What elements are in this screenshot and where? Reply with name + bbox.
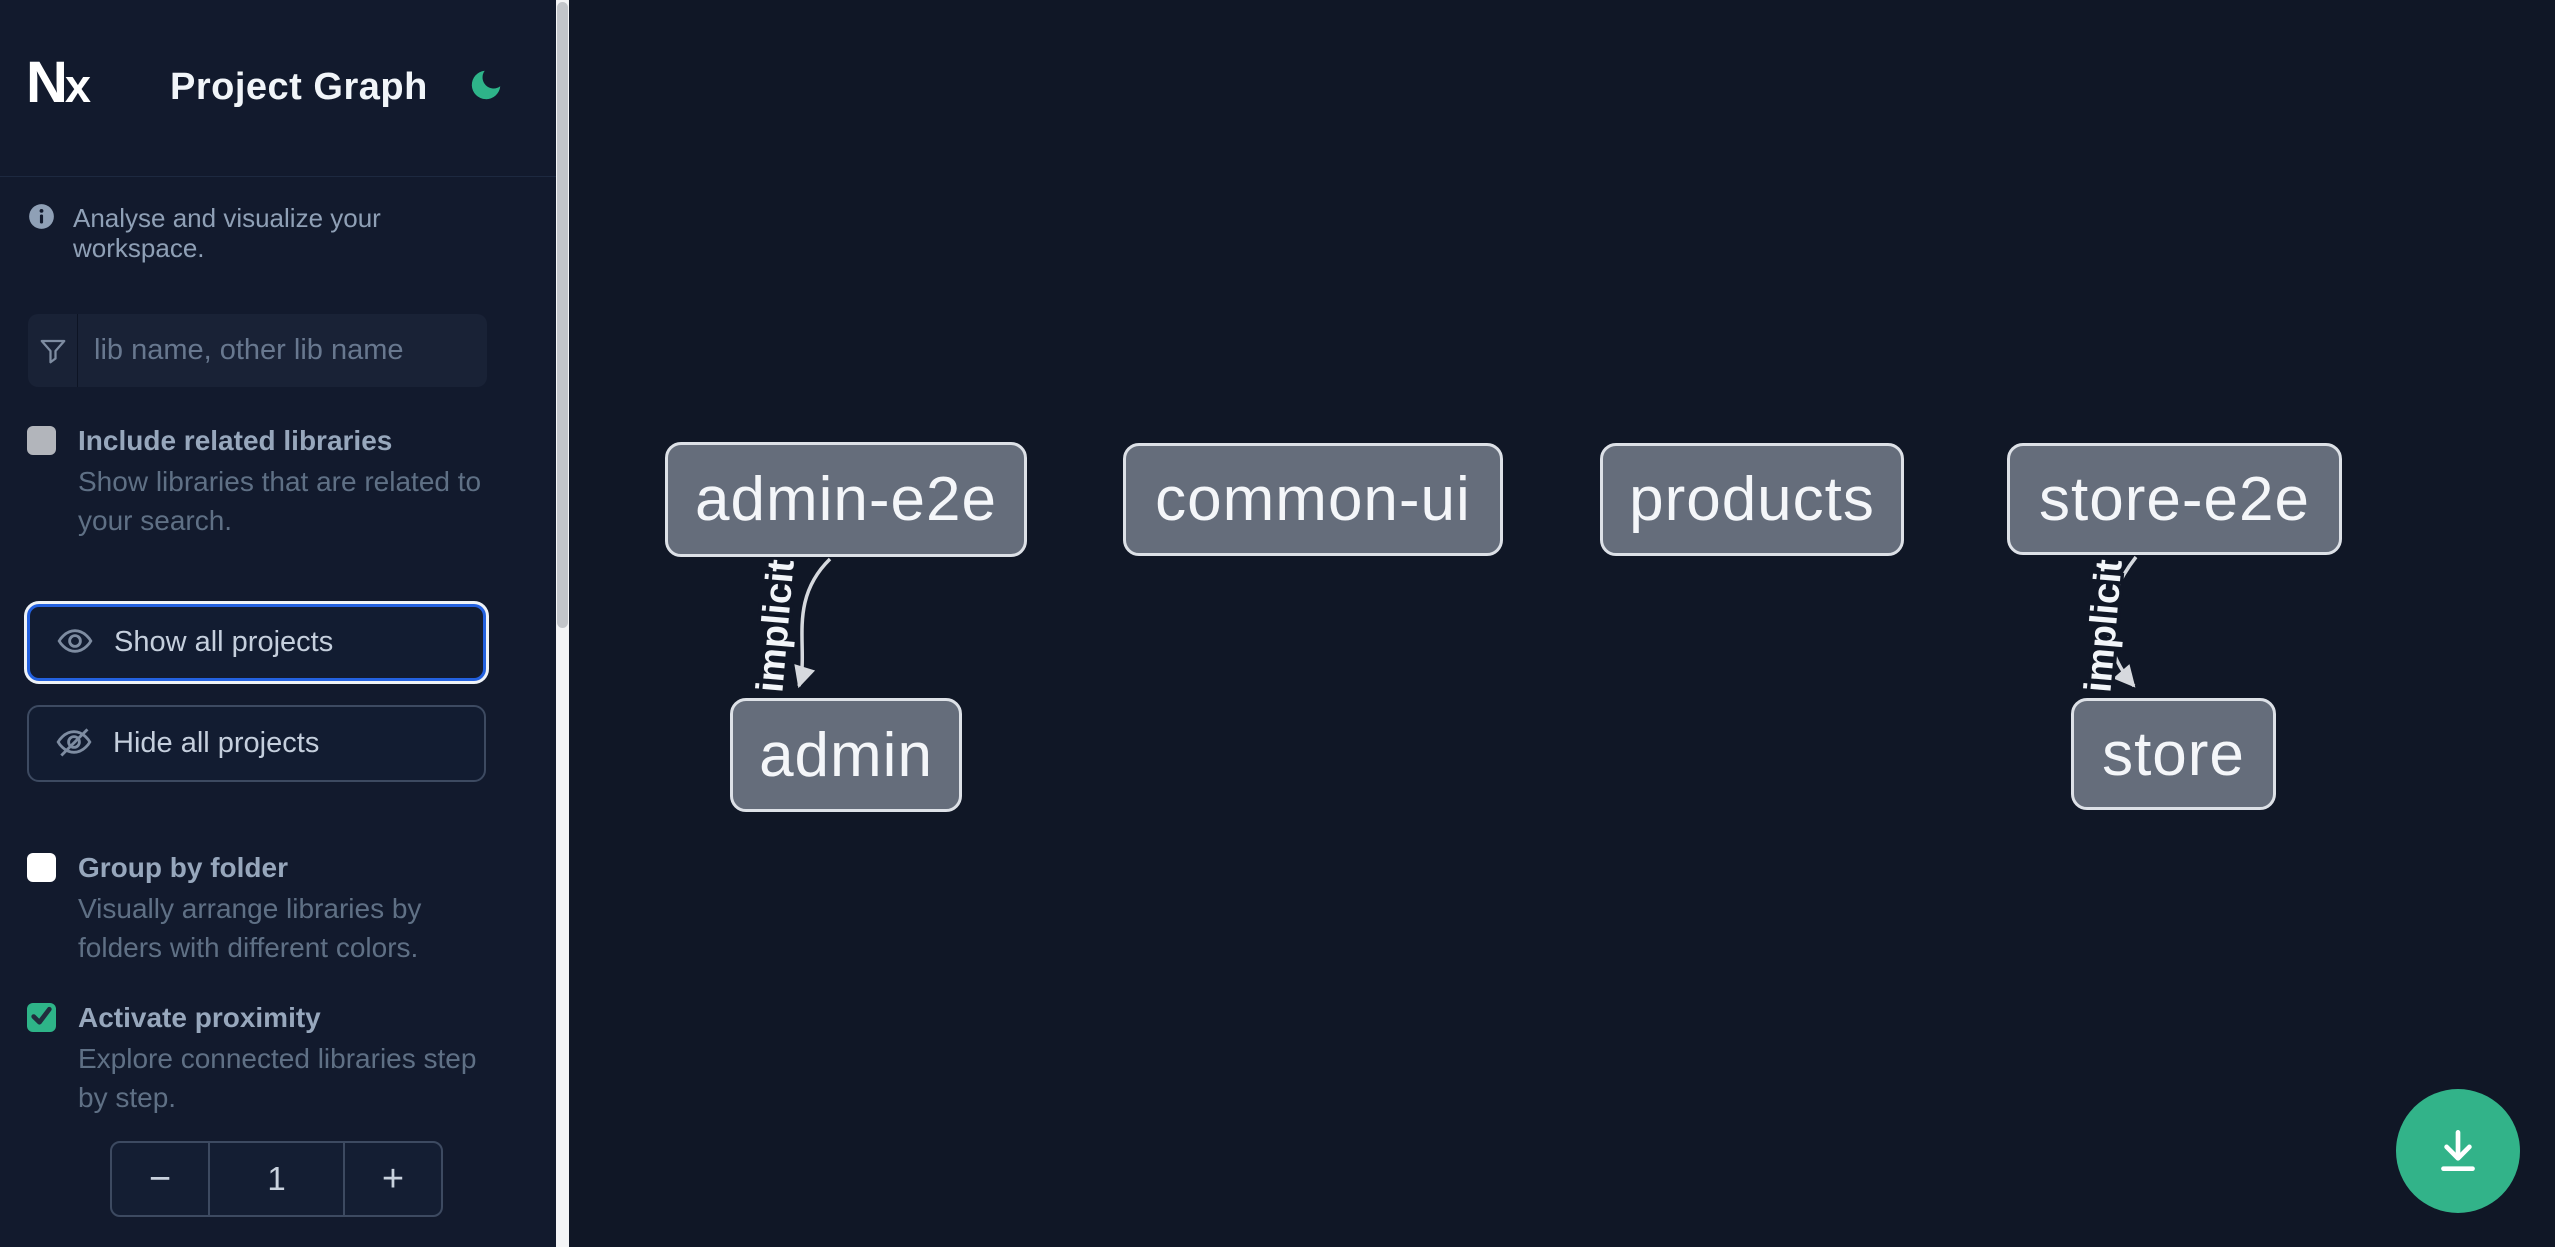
nx-logo-n: N bbox=[26, 50, 68, 115]
include-related-checkbox[interactable] bbox=[27, 426, 56, 455]
hide-all-projects-label: Hide all projects bbox=[113, 727, 320, 759]
edge-store-e2e-to-store bbox=[2106, 555, 2138, 688]
checkmark-icon bbox=[29, 1003, 54, 1033]
node-store-e2e[interactable]: store-e2e bbox=[2007, 443, 2342, 555]
graph-edges-layer: implicit implicit bbox=[746, 554, 2138, 698]
download-graph-button[interactable] bbox=[2396, 1089, 2520, 1213]
group-by-folder-description: Visually arrange libraries by folders wi… bbox=[78, 893, 422, 963]
activate-proximity-description: Explore connected libraries step by step… bbox=[78, 1043, 477, 1113]
node-admin[interactable]: admin bbox=[730, 698, 962, 812]
edge-label-implicit-2: implicit bbox=[2077, 558, 2130, 695]
sidebar: Nx Project Graph Analyse and visualize y… bbox=[0, 0, 556, 1247]
edge-label-implicit-1: implicit bbox=[749, 558, 802, 695]
group-by-folder-checkbox[interactable] bbox=[27, 853, 56, 882]
intro-row: Analyse and visualize your workspace. bbox=[28, 203, 508, 263]
funnel-icon bbox=[28, 314, 78, 387]
node-products[interactable]: products bbox=[1600, 443, 1904, 556]
search-input[interactable] bbox=[78, 314, 487, 387]
moon-icon bbox=[467, 70, 505, 107]
info-icon bbox=[28, 203, 55, 235]
show-all-projects-button[interactable]: Show all projects bbox=[27, 604, 486, 681]
sidebar-header: Nx Project Graph bbox=[0, 0, 556, 177]
page-title: Project Graph bbox=[170, 66, 428, 108]
include-related-description: Show libraries that are related to your … bbox=[78, 466, 482, 536]
group-by-folder-option: Group by folder Visually arrange librari… bbox=[27, 851, 489, 967]
node-admin-e2e[interactable]: admin-e2e bbox=[665, 442, 1027, 557]
proximity-value: 1 bbox=[208, 1143, 345, 1215]
nx-logo: Nx bbox=[26, 50, 118, 116]
include-related-option: Include related libraries Show libraries… bbox=[27, 424, 489, 540]
sidebar-scrollbar-track bbox=[556, 0, 569, 1247]
group-by-folder-label: Group by folder bbox=[78, 852, 288, 883]
sidebar-scrollbar-thumb[interactable] bbox=[557, 2, 568, 628]
include-related-label: Include related libraries bbox=[78, 425, 393, 456]
graph-canvas[interactable]: implicit implicit admin-e2e common-ui pr… bbox=[569, 0, 2555, 1247]
activate-proximity-checkbox[interactable] bbox=[27, 1003, 56, 1032]
nx-logo-x: x bbox=[64, 59, 91, 112]
eye-icon bbox=[56, 622, 94, 663]
node-common-ui[interactable]: common-ui bbox=[1123, 443, 1503, 556]
show-all-projects-label: Show all projects bbox=[114, 626, 334, 658]
hide-all-projects-button[interactable]: Hide all projects bbox=[27, 705, 486, 782]
proximity-decrement-button[interactable]: − bbox=[148, 1157, 172, 1200]
download-icon bbox=[2430, 1122, 2486, 1181]
activate-proximity-option: Activate proximity Explore connected lib… bbox=[27, 1001, 489, 1117]
proximity-increment-button[interactable]: + bbox=[381, 1157, 405, 1200]
proximity-stepper: − 1 + bbox=[110, 1141, 443, 1217]
eye-off-icon bbox=[55, 723, 93, 764]
node-store[interactable]: store bbox=[2071, 698, 2276, 810]
activate-proximity-label: Activate proximity bbox=[78, 1002, 321, 1033]
intro-text: Analyse and visualize your workspace. bbox=[73, 203, 381, 263]
theme-toggle-button[interactable] bbox=[464, 64, 508, 108]
filter-input-group bbox=[28, 314, 487, 387]
edge-admin-e2e-to-admin bbox=[794, 557, 832, 689]
